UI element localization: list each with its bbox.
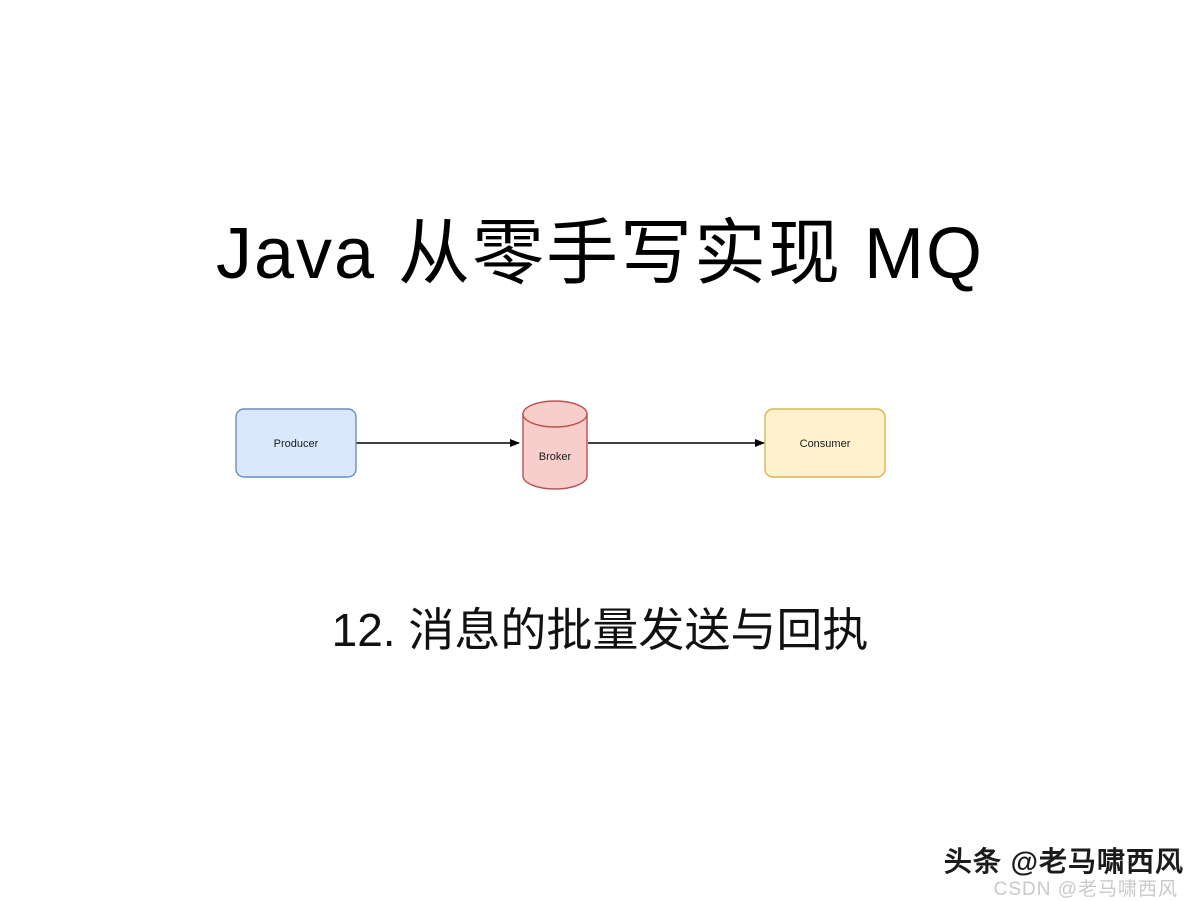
toutiao-watermark: 头条 @老马啸西风	[943, 846, 1184, 877]
node-consumer[interactable]: Consumer	[764, 408, 886, 478]
node-broker-label: Broker	[539, 451, 572, 463]
node-producer[interactable]: Producer	[235, 408, 357, 478]
node-broker-body	[522, 413, 588, 490]
section-subtitle: 12. 消息的批量发送与回执	[331, 604, 869, 656]
node-producer-label: Producer	[274, 438, 319, 450]
node-consumer-shape	[764, 408, 886, 478]
page-title: Java 从零手写实现 MQ	[215, 214, 985, 294]
mq-flow-diagram: Producer Broker Consumer	[0, 380, 1200, 510]
node-broker-top	[522, 400, 588, 428]
node-producer-shape	[235, 408, 357, 478]
node-consumer-label: Consumer	[800, 438, 851, 450]
node-broker[interactable]: Broker	[522, 400, 588, 490]
csdn-watermark: CSDN @老马啸西风	[993, 879, 1178, 900]
